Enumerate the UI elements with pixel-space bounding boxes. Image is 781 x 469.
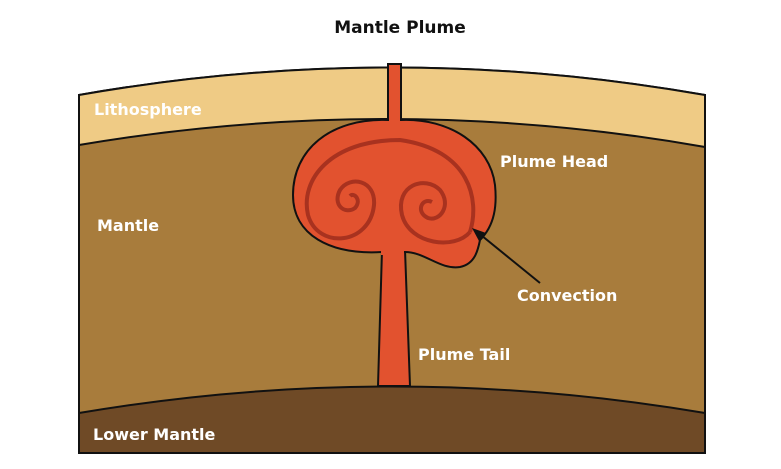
- label-lower-mantle: Lower Mantle: [93, 425, 216, 444]
- label-plume-head: Plume Head: [500, 152, 608, 171]
- diagram-title: Mantle Plume: [334, 18, 466, 38]
- plume: [291, 63, 497, 387]
- convection-arrow: [472, 228, 541, 284]
- lower-mantle-layer: [78, 385, 706, 454]
- plume-tail: [376, 249, 412, 387]
- label-convection: Convection: [517, 286, 617, 305]
- convection-spirals: [304, 137, 476, 245]
- label-plume-tail: Plume Tail: [418, 345, 510, 364]
- label-mantle: Mantle: [97, 216, 159, 235]
- label-lithosphere: Lithosphere: [94, 100, 202, 119]
